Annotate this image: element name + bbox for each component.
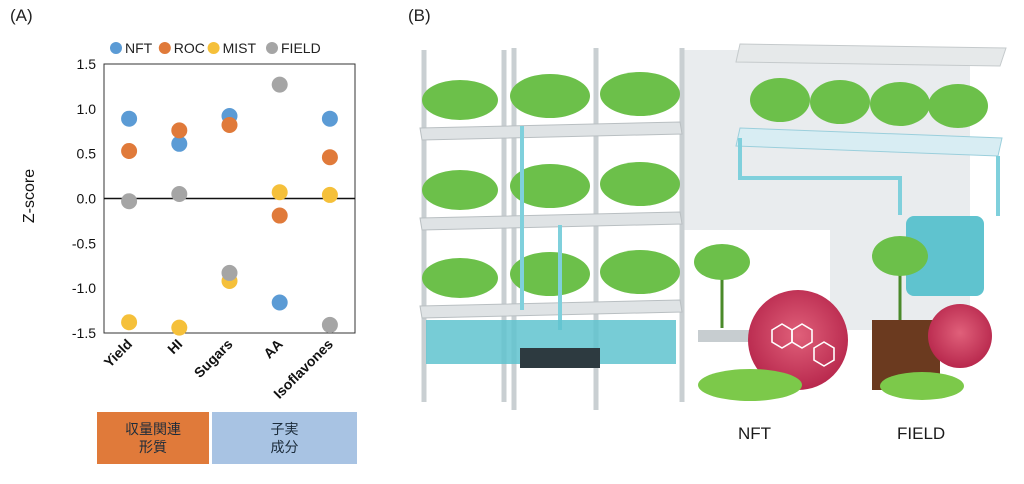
point-nft-aa xyxy=(271,294,288,311)
point-mist-hi xyxy=(171,319,188,336)
point-mist-isoflavones xyxy=(321,186,338,203)
category-group-label-line: 成分 xyxy=(270,439,299,455)
data-points xyxy=(121,76,338,336)
molecule-structure-icon xyxy=(771,323,835,367)
y-tick-label: 0.5 xyxy=(77,146,97,162)
rack-shelves xyxy=(419,121,683,319)
y-tick-label: 1.5 xyxy=(77,56,97,72)
feed-pipe xyxy=(738,138,902,215)
category-group-label-line: 子実 xyxy=(270,421,299,437)
y-tick-label: 1.0 xyxy=(77,101,97,117)
water-pipes xyxy=(520,126,562,330)
point-roc-yield xyxy=(121,142,138,159)
panel-b-label: (B) xyxy=(408,6,431,25)
legend-marker-mist xyxy=(207,42,220,54)
x-tick-label: Sugars xyxy=(191,336,236,381)
panel-a-label: (A) xyxy=(10,6,33,25)
point-roc-aa xyxy=(271,207,288,224)
point-roc-sugars xyxy=(221,116,238,133)
field-plant xyxy=(872,236,928,320)
caption-field: FIELD xyxy=(897,424,946,443)
point-field-aa xyxy=(271,76,288,93)
point-mist-aa xyxy=(271,184,288,201)
x-tick-label: HI xyxy=(164,336,185,357)
point-nft-yield xyxy=(121,110,138,127)
legend-marker-field xyxy=(266,42,278,54)
category-group-seed-components: 子実 成分 xyxy=(212,412,357,464)
module-plants xyxy=(750,78,988,128)
category-group-label-line: 収量関連 xyxy=(125,421,181,437)
y-tick-label: -0.5 xyxy=(72,235,96,251)
legend-marker-roc xyxy=(158,42,171,54)
caption-nft: NFT xyxy=(738,424,772,443)
y-tick-label: -1.0 xyxy=(72,280,96,296)
point-nft-isoflavones xyxy=(321,110,338,127)
soybean-pods-field xyxy=(880,372,964,400)
rack-plants xyxy=(422,72,680,298)
point-field-sugars xyxy=(221,264,238,281)
category-group-label-line: 形質 xyxy=(139,439,167,455)
legend-label-field: FIELD xyxy=(281,40,321,56)
zscore-chart: NFT ROC MIST FIELD 1.5 1.0 0.5 0.0 -0.5 -1.0 -1.5… xyxy=(21,40,356,402)
point-field-hi xyxy=(171,186,188,203)
point-field-isoflavones xyxy=(321,316,338,333)
point-mist-yield xyxy=(121,314,138,331)
point-field-yield xyxy=(121,193,138,210)
legend-label-roc: ROC xyxy=(174,40,205,56)
x-tick-label: AA xyxy=(260,336,286,362)
point-nft-hi xyxy=(171,135,188,152)
legend: NFT ROC MIST FIELD xyxy=(110,40,321,56)
nft-plant xyxy=(694,244,754,342)
y-tick-label: -1.5 xyxy=(72,325,96,341)
legend-label-mist: MIST xyxy=(223,40,257,56)
pump-unit xyxy=(520,348,600,368)
hydroponic-system-illustration xyxy=(419,43,1007,410)
y-axis-label: Z-score xyxy=(21,169,38,223)
soybean-pods-nft xyxy=(698,369,802,401)
reservoir-tank xyxy=(906,216,984,296)
isoflavone-molecule-field xyxy=(928,304,992,368)
y-tick-label: 0.0 xyxy=(77,191,97,207)
legend-marker-nft xyxy=(110,42,122,54)
module-lid xyxy=(735,43,1007,67)
point-roc-hi xyxy=(171,122,188,139)
point-roc-isoflavones xyxy=(321,149,338,166)
category-group-yield-traits: 収量関連 形質 xyxy=(97,412,209,464)
x-tick-label: Yield xyxy=(101,336,136,371)
legend-label-nft: NFT xyxy=(125,40,153,56)
y-axis-ticks: 1.5 1.0 0.5 0.0 -0.5 -1.0 -1.5 xyxy=(72,56,96,341)
